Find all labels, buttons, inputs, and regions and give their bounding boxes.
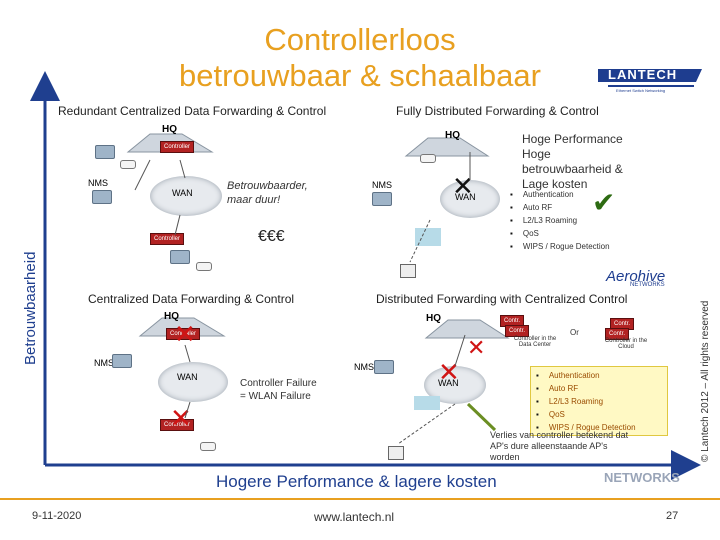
q2-hp-line3: betrouwbaarheid &	[522, 162, 623, 176]
q1-nms-pc	[92, 190, 112, 204]
q2-feature-list: Authentication Auto RF L2/L3 Roaming QoS…	[510, 188, 610, 253]
slide-title-line1: Controllerloos	[264, 22, 456, 57]
q2-dashed-link	[415, 228, 441, 246]
q4-feature-item: Auto RF	[536, 382, 667, 395]
lantech-logo: LANTECH Ethernet Switch Networking	[594, 66, 706, 96]
q2-hp-line2: Hoge	[522, 147, 551, 161]
q1-wan-cloud	[150, 176, 222, 216]
q1-wan-label: WAN	[172, 188, 193, 198]
q4-cloud-line2: Cloud	[618, 344, 634, 350]
q3-wan-label: WAN	[177, 372, 198, 382]
q1-branch-switch	[170, 250, 190, 264]
q4-x-mark-hq: ✕	[467, 336, 486, 361]
lantech-logo-text: LANTECH	[608, 67, 678, 82]
q3-controller-top: Controller	[166, 328, 201, 340]
q4-feature-item: L2/L3 Roaming	[536, 395, 667, 408]
lantech-logo-shape	[598, 69, 702, 87]
footer-url[interactable]: www.lantech.nl	[314, 510, 395, 524]
q2-ap-a	[420, 154, 436, 163]
q1-controller-bottom: Controller	[150, 233, 185, 245]
q4-feature-item: Authentication	[536, 369, 667, 382]
q4-wan-label: WAN	[438, 378, 459, 388]
q3-x-mark-bottom: ✕	[170, 404, 192, 434]
q4-dashed-link	[414, 396, 440, 410]
q4-dc-line2: Data Center	[518, 342, 552, 348]
q4-note-line1: Verlies van controller betekend dat	[490, 430, 629, 440]
q1-cost: €€€	[258, 228, 285, 245]
q4-hq-building	[420, 316, 515, 346]
q2-vendor-sub: NETWORKS	[630, 282, 665, 288]
q1-hq-label: HQ	[162, 124, 177, 135]
q4-header: Distributed Forwarding with Centralized …	[376, 292, 628, 306]
q4-note: Verlies van controller betekend dat AP's…	[490, 430, 628, 463]
q4-note-line2: AP's dure alleenstaande AP's	[490, 441, 608, 451]
q3-hq-label: HQ	[164, 311, 179, 322]
q4-note-line3: worden	[490, 452, 520, 462]
footer-page-number: 27	[666, 510, 679, 522]
q4-dc-caption: Controller in the Data Center	[505, 336, 565, 348]
q4-feature-box: Authentication Auto RF L2/L3 Roaming QoS…	[530, 366, 668, 436]
q4-or: Or	[570, 328, 579, 337]
x-axis-label: Hogere Performance & lagere kosten	[216, 472, 497, 491]
q1-ap-a	[120, 160, 136, 169]
q2-hq-label: HQ	[445, 130, 460, 141]
q4-feature-list: Authentication Auto RF L2/L3 Roaming QoS…	[536, 369, 667, 434]
q2-hp-line1: Hoge Performance	[522, 132, 623, 146]
q2-vendor-logo: Aerohive	[606, 268, 666, 285]
q2-nms-label: NMS	[372, 180, 392, 190]
q1-text1: Betrouwbaarder,	[227, 180, 308, 192]
q2-wan-label: WAN	[455, 192, 476, 202]
q2-header: Fully Distributed Forwarding & Control	[396, 104, 599, 118]
q3-header: Centralized Data Forwarding & Control	[88, 292, 295, 306]
q2-feature-item: L2/L3 Roaming	[510, 214, 610, 227]
q1-text2: maar duur!	[227, 194, 281, 206]
q3-nms-label: NMS	[94, 358, 114, 368]
q4-dc-line1: Controller in the	[513, 336, 557, 342]
q3-controller-bottom: Controller	[160, 419, 195, 431]
q2-hq-building	[400, 134, 495, 164]
footer-divider	[0, 498, 720, 500]
q4-cloud-caption: Controller in the Cloud	[596, 338, 656, 350]
q1-header: Redundant Centralized Data Forwarding & …	[58, 104, 327, 118]
q1-controller-top: Controller	[160, 141, 195, 153]
q2-nms-pc	[372, 192, 392, 206]
q2-feature-item: Authentication	[510, 188, 610, 201]
q2-check-icon: ✔	[592, 186, 616, 219]
q4-cloud-line1: Controller in the	[604, 338, 648, 344]
q3-failure-line2: = WLAN Failure	[240, 391, 311, 402]
q4-ctrl-cloud-b: Contr.	[605, 328, 630, 340]
q3-ap	[200, 442, 216, 451]
q4-ap	[388, 446, 404, 460]
q2-feature-item: Auto RF	[510, 201, 610, 214]
q2-x-mark: ✕	[452, 172, 474, 202]
q4-nms-label: NMS	[354, 362, 374, 372]
q3-wan-cloud	[158, 362, 228, 402]
q2-wan-cloud	[440, 180, 500, 218]
q3-failure-line1: Controller Failure	[240, 378, 317, 389]
q2-feature-item: QoS	[510, 227, 610, 240]
q4-hq-label: HQ	[426, 313, 441, 324]
q3-nms-pc	[112, 354, 132, 368]
footer-date: 9-11-2020	[32, 510, 82, 522]
lantech-tagline: Ethernet Switch Networking	[616, 88, 666, 93]
q4-feature-item: QoS	[536, 408, 667, 421]
q4-vendor-sub: NETWORKS	[604, 470, 680, 485]
q4-nms-pc	[374, 360, 394, 374]
slide-title-line2: betrouwbaar & schaalbaar	[179, 58, 541, 93]
q4-ctrl-dc-b: Contr.	[505, 325, 530, 337]
q1-switch	[95, 145, 115, 159]
q4-feature-item: WIPS / Rogue Detection	[536, 421, 667, 434]
q3-x-mark-top: ✕	[174, 320, 196, 350]
q2-ap-b	[400, 264, 416, 278]
q4-x-mark-wan: ✕	[438, 358, 460, 388]
q1-ap-b	[196, 262, 212, 271]
q1-nms-label: NMS	[88, 178, 108, 188]
q2-feature-item: WIPS / Rogue Detection	[510, 240, 610, 253]
